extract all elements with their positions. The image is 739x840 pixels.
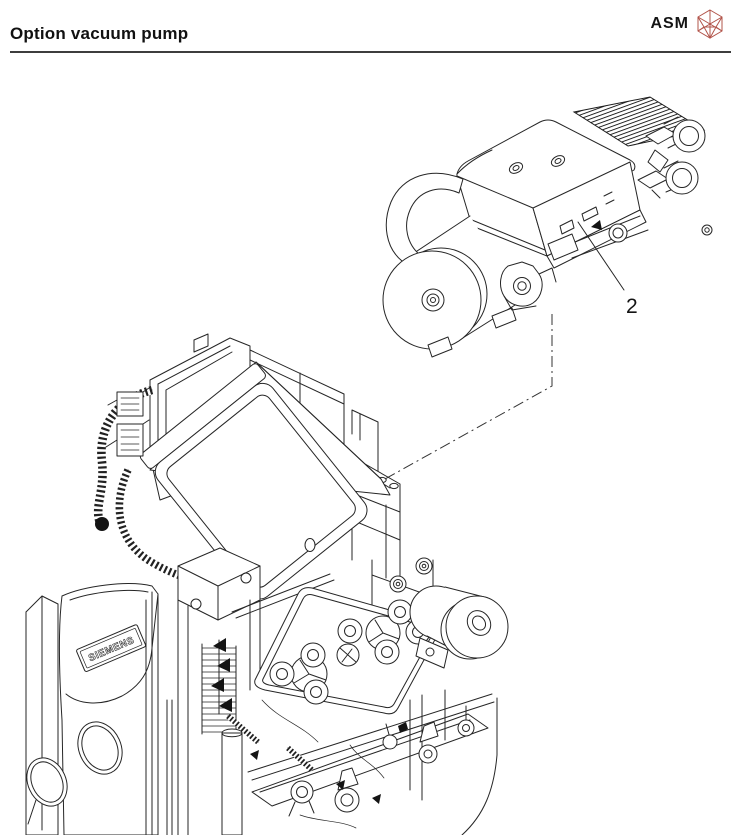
brand-name: ASM (650, 15, 689, 32)
machine-assembly: SIEMENS (25, 333, 509, 836)
assembly-axis-line (384, 314, 553, 480)
pneumatic-fitting-top (645, 116, 706, 153)
machine-angled-cover (139, 361, 391, 600)
pneumatic-fitting-bottom (637, 149, 699, 199)
callout-number: 2 (626, 295, 638, 318)
page-title: Option vacuum pump (10, 24, 189, 43)
connector-blocks (105, 387, 150, 457)
bottom-mechanism (221, 689, 498, 836)
motor-cylinder (382, 172, 524, 358)
roller-knob (409, 585, 509, 669)
nozzle-units (288, 705, 475, 817)
pump-assembly (382, 96, 713, 358)
pump-body (456, 119, 713, 269)
asm-logo-icon (697, 9, 723, 40)
flow-arrows (211, 638, 232, 715)
callout-leader-line (577, 221, 625, 291)
brand-block: ASM (650, 8, 725, 40)
mounting-lug (500, 261, 557, 311)
siemens-motor-cover: SIEMENS (25, 583, 159, 836)
machine-center-columns (166, 547, 335, 836)
title-rule (10, 51, 731, 53)
callout-2: 2 (577, 221, 638, 318)
